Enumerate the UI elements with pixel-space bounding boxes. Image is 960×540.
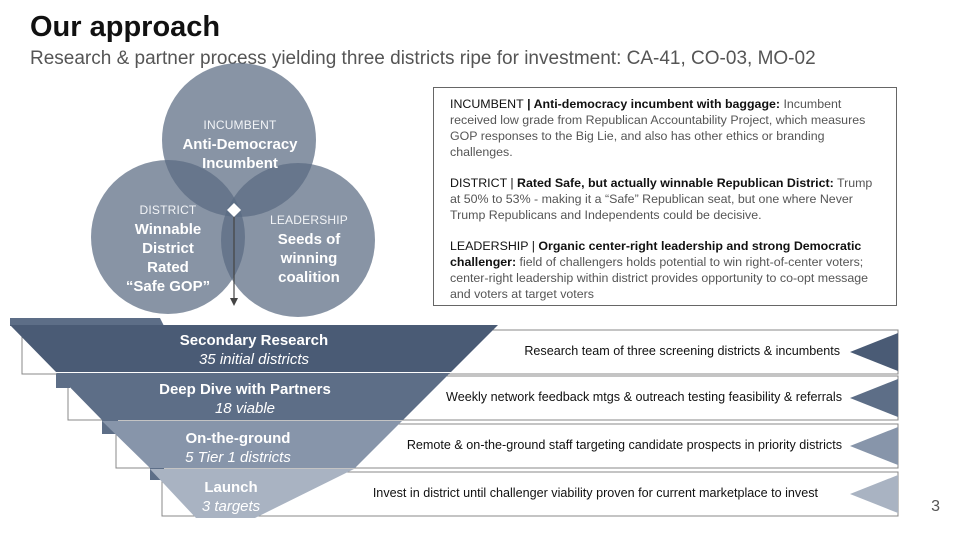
- criteria-incumbent: INCUMBENT | Anti-democracy incumbent wit…: [450, 96, 882, 160]
- row-desc-4: Invest in district until challenger viab…: [372, 486, 818, 500]
- venn-circle-district: [91, 160, 245, 314]
- criteria-leadership-body: field of challengers holds potential to …: [450, 255, 869, 301]
- criteria-incumbent-sep: |: [523, 97, 534, 111]
- funnel-band-2: [56, 373, 450, 420]
- criteria-incumbent-body: Incumbent received low grade from Republ…: [450, 97, 866, 159]
- criteria-incumbent-key: INCUMBENT: [450, 97, 524, 111]
- funnel-band-4: [150, 469, 354, 518]
- venn-district-line4: “Safe GOP”: [125, 278, 211, 295]
- row-desc-1: Research team of three screening distric…: [524, 344, 840, 358]
- stage-label-3: On-the-ground 5 Tier 1 districts: [138, 429, 338, 467]
- venn-incumbent-caption: INCUMBENT: [203, 118, 277, 132]
- venn-leadership-line1: Seeds of: [277, 231, 341, 248]
- venn-label-incumbent: INCUMBENT Anti-Democracy Incumbent: [165, 116, 315, 173]
- venn-incumbent-line2: Incumbent: [202, 155, 278, 172]
- criteria-district-heading: Rated Safe, but actually winnable Republ…: [517, 176, 834, 190]
- criteria-district-body: Trump at 50% to 53% - making it a “Safe”…: [450, 176, 873, 222]
- venn-leadership-line3: coalition: [278, 269, 340, 286]
- venn-district-line1: Winnable: [134, 221, 202, 238]
- venn-leadership-line2: winning: [280, 250, 338, 267]
- venn-down-arrow-head: [230, 298, 238, 306]
- row-desc-3: Remote & on-the-ground staff targeting c…: [406, 438, 842, 452]
- page-title: Our approach: [30, 11, 221, 43]
- stage-label-4: Launch 3 targets: [170, 478, 292, 516]
- venn-district-caption: DISTRICT: [139, 203, 197, 217]
- row-arrow-1: [850, 333, 898, 371]
- funnel-tab-1: [10, 318, 164, 326]
- stage-2-sub: 18 viable: [214, 400, 276, 417]
- criteria-incumbent-heading: Anti-democracy incumbent with baggage:: [533, 97, 781, 111]
- row-arrow-2: [850, 379, 898, 417]
- page-subtitle: Research & partner process yielding thre…: [30, 48, 816, 69]
- criteria-leadership-sep: |: [528, 239, 539, 253]
- stage-3-name: On-the-ground: [185, 430, 291, 447]
- stage-label-1: Secondary Research 35 initial districts: [144, 331, 364, 369]
- stage-1-sub: 35 initial districts: [198, 351, 310, 368]
- funnel-band-3: [102, 421, 402, 468]
- criteria-district: DISTRICT | Rated Safe, but actually winn…: [450, 175, 882, 223]
- venn-incumbent-line1: Anti-Democracy: [182, 136, 298, 153]
- funnel-band-1: [10, 325, 498, 372]
- criteria-district-key: DISTRICT: [450, 176, 507, 190]
- venn-circle-leadership: [221, 163, 375, 317]
- page-number: 3: [931, 498, 940, 515]
- venn-label-leadership: LEADERSHIP Seeds of winning coalition: [250, 211, 368, 287]
- stage-label-2: Deep Dive with Partners 18 viable: [130, 380, 360, 418]
- venn-leadership-caption: LEADERSHIP: [269, 213, 349, 227]
- criteria-leadership: LEADERSHIP | Organic center-right leader…: [450, 238, 882, 302]
- stage-4-name: Launch: [204, 479, 258, 496]
- row-desc-2: Weekly network feedback mtgs & outreach …: [446, 390, 842, 404]
- venn-diagram: [91, 63, 375, 317]
- criteria-leadership-heading: Organic center-right leadership and stro…: [450, 239, 862, 269]
- row-arrow-3: [850, 427, 898, 465]
- venn-label-district: DISTRICT Winnable District Rated “Safe G…: [100, 201, 236, 296]
- criteria-leadership-key: LEADERSHIP: [450, 239, 529, 253]
- criteria-district-sep: |: [506, 176, 518, 190]
- stage-1-name: Secondary Research: [179, 332, 329, 349]
- stage-4-sub: 3 targets: [201, 498, 261, 515]
- row-arrow-4: [850, 475, 898, 513]
- venn-district-line3: Rated: [147, 259, 189, 276]
- stage-3-sub: 5 Tier 1 districts: [185, 449, 291, 466]
- criteria-box: INCUMBENT | Anti-democracy incumbent wit…: [433, 87, 897, 306]
- venn-district-line2: District: [142, 240, 194, 257]
- venn-center-diamond: [227, 203, 241, 217]
- stage-2-name: Deep Dive with Partners: [159, 381, 331, 398]
